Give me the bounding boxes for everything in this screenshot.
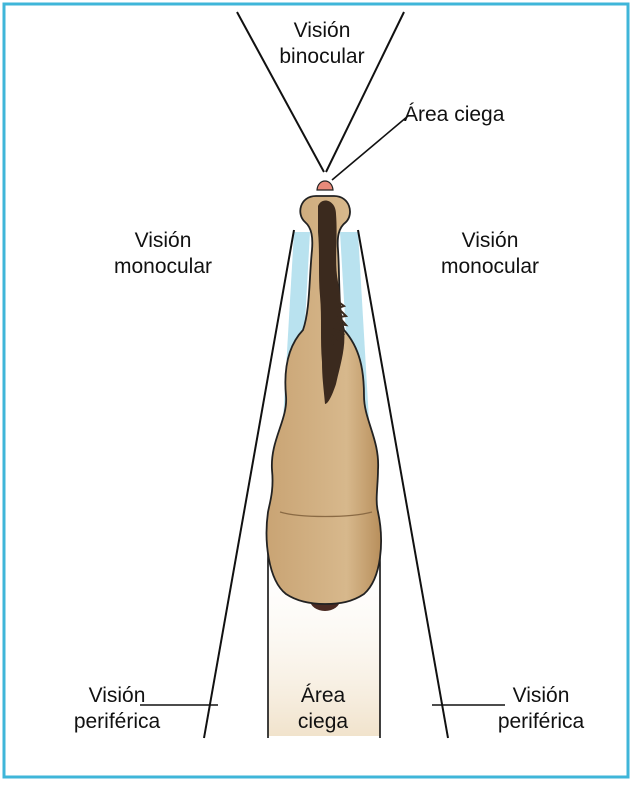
label-monocular-right: Visión monocular [415,228,565,280]
horse-nose [317,181,333,190]
label-binocular-vision: Visión binocular [262,18,382,70]
label-peripheral-left: Visión periférica [52,683,182,735]
label-monocular-left: Visión monocular [88,228,238,280]
label-peri-left-line2: periférica [52,709,182,735]
label-blind-front-text: Área ciega [404,102,544,128]
label-blind-rear-line2: ciega [268,709,378,735]
label-blind-rear-line1: Área [268,683,378,709]
label-blind-area-rear: Área ciega [268,683,378,735]
label-peri-right-line2: periférica [476,709,606,735]
label-mono-left-line2: monocular [88,254,238,280]
label-binocular-line2: binocular [262,44,382,70]
label-mono-right-line1: Visión [415,228,565,254]
label-peri-left-line1: Visión [52,683,182,709]
label-mono-left-line1: Visión [88,228,238,254]
label-binocular-line1: Visión [262,18,382,44]
horse-top-view-icon [267,181,381,611]
leader-line-blind-front [332,116,408,180]
label-peripheral-right: Visión periférica [476,683,606,735]
label-peri-right-line1: Visión [476,683,606,709]
label-blind-area-front: Área ciega [404,102,544,128]
label-mono-right-line2: monocular [415,254,565,280]
